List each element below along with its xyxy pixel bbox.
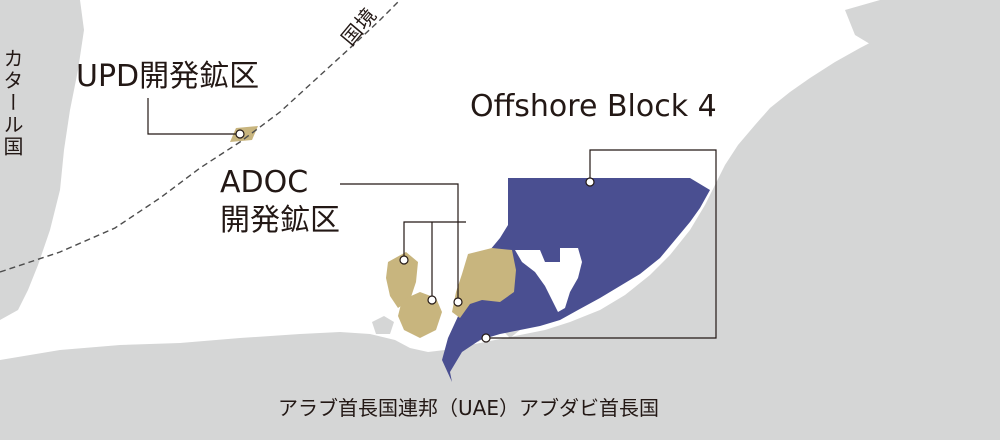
adoc-field-west [386, 252, 418, 308]
offshore-point-1 [585, 177, 595, 187]
national-border-line [0, 0, 401, 273]
adoc-fields [386, 248, 516, 338]
adoc-point-1 [399, 255, 409, 265]
offshore-point-2 [481, 333, 491, 343]
adoc-label-line2: 開発鉱区 [220, 203, 340, 238]
leader-points [235, 129, 595, 343]
offshore-block-label: Offshore Block 4 [470, 89, 717, 124]
eastern-land-features [845, 0, 1000, 330]
leader-lines [147, 98, 717, 339]
qatar-landmass [0, 0, 84, 320]
adoc-point-3 [453, 297, 463, 307]
upd-label: UPD開発鉱区 [76, 59, 260, 94]
offshore-leader [486, 149, 717, 339]
offshore-block-4-cutout [515, 248, 582, 312]
qatar-label: カタール国 [0, 48, 24, 158]
adoc-point-2 [427, 295, 437, 305]
uae-label: アラブ首長国連邦（UAE）アブダビ首長国 [278, 396, 659, 420]
adoc-leader-branch [403, 221, 466, 260]
adoc-label-line1: ADOC [220, 165, 309, 200]
upd-leader [147, 98, 240, 135]
upd-point [235, 129, 245, 139]
adoc-field-east [452, 248, 516, 318]
adoc-leader [340, 183, 459, 300]
